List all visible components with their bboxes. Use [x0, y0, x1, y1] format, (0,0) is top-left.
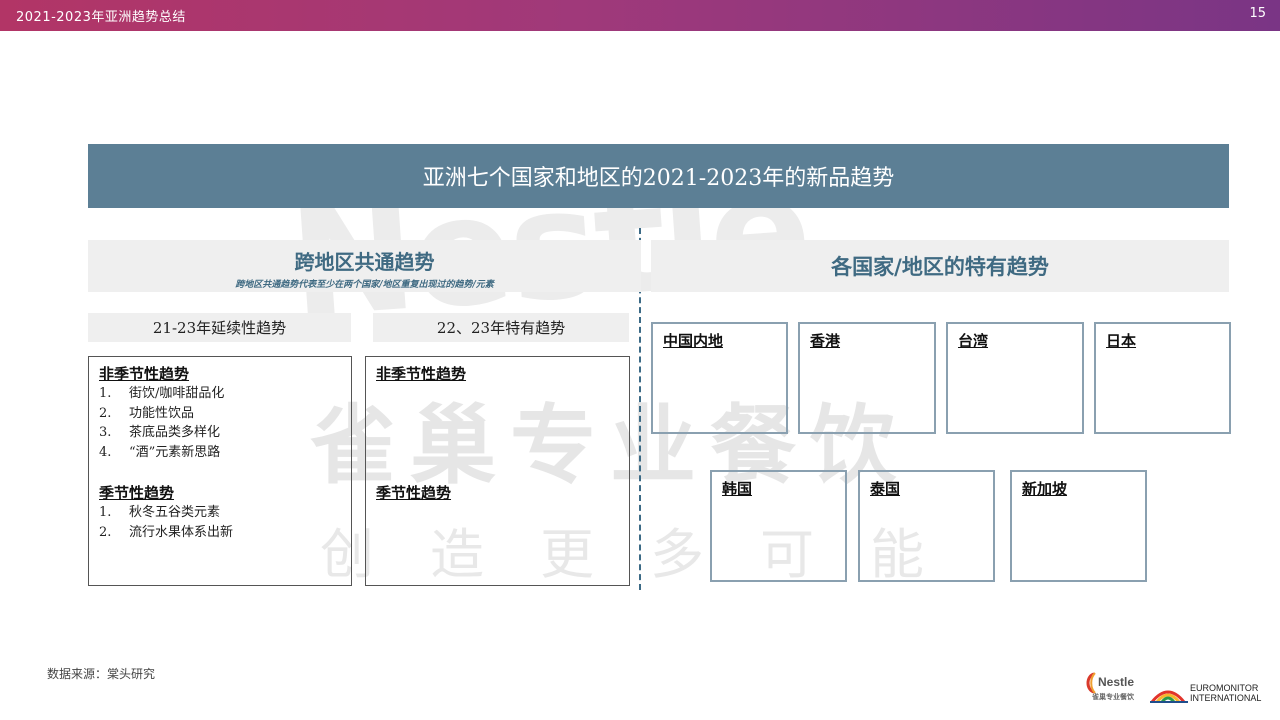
region-label: 新加坡 [1022, 480, 1068, 498]
nonseasonal-title: 非季节性趋势 [99, 365, 190, 383]
region-label: 香港 [810, 332, 841, 350]
list-item: 4.“酒”元素新思路 [99, 444, 221, 460]
region-box-singapore: 新加坡 [1010, 470, 1147, 582]
region-box-thailand: 泰国 [858, 470, 995, 582]
region-label: 韩国 [722, 480, 753, 498]
top-bar: 2021-2023年亚洲趋势总结 15 [0, 0, 1280, 31]
svg-text:INTERNATIONAL: INTERNATIONAL [1190, 693, 1261, 703]
seasonal-title: 季节性趋势 [99, 484, 175, 502]
main-banner: 亚洲七个国家和地区的2021-2023年的新品趋势 [88, 144, 1229, 208]
list-item: 1.秋冬五谷类元素 [99, 505, 221, 520]
data-source-note: 数据来源：棠头研究 [47, 667, 156, 681]
svg-text:雀巢专业餐饮: 雀巢专业餐饮 [1091, 692, 1135, 701]
list-item: 2.功能性饮品 [99, 405, 195, 421]
unique-trends-heading: 22、23年特有趋势 [373, 313, 629, 342]
seasonal-title: 季节性趋势 [376, 484, 452, 502]
unique-trends-box: 非季节性趋势 季节性趋势 [365, 356, 630, 586]
continuing-trends-box: 非季节性趋势 1.街饮/咖啡甜品化 2.功能性饮品 3.茶底品类多样化 4.“酒… [88, 356, 352, 586]
dashed-divider [639, 228, 641, 590]
region-label: 中国内地 [663, 332, 724, 350]
euromonitor-logo-icon: EUROMONITOR INTERNATIONAL [1150, 683, 1261, 703]
region-label: 日本 [1106, 332, 1137, 350]
left-section-header: 跨地区共通趋势 跨地区共通趋势代表至少在两个国家/地区重复出现过的趋势/元素 [88, 240, 641, 292]
right-section-title: 各国家/地区的特有趋势 [651, 240, 1229, 292]
continuing-trends-heading: 21-23年延续性趋势 [88, 313, 351, 342]
svg-text:Nestle: Nestle [1098, 675, 1134, 689]
left-section-subtitle: 跨地区共通趋势代表至少在两个国家/地区重复出现过的趋势/元素 [235, 280, 494, 290]
region-box-korea: 韩国 [710, 470, 847, 582]
slide-title: 2021-2023年亚洲趋势总结 [16, 10, 186, 25]
region-label: 台湾 [958, 332, 989, 350]
list-item: 3.茶底品类多样化 [99, 425, 221, 440]
region-box-taiwan: 台湾 [946, 322, 1084, 434]
page-number: 15 [1249, 6, 1266, 21]
region-box-japan: 日本 [1094, 322, 1231, 434]
region-box-mainland-china: 中国内地 [651, 322, 788, 434]
nonseasonal-title: 非季节性趋势 [376, 365, 467, 383]
region-label: 泰国 [870, 480, 901, 498]
seasonal-list: 1.秋冬五谷类元素 2.流行水果体系出新 [99, 503, 233, 542]
left-section-title: 跨地区共通趋势 [294, 250, 435, 274]
list-item: 2.流行水果体系出新 [99, 524, 234, 540]
nestle-logo-icon: Nestle 雀巢专业餐饮 [1086, 672, 1135, 701]
list-item: 1.街饮/咖啡甜品化 [99, 386, 225, 401]
nonseasonal-list: 1.街饮/咖啡甜品化 2.功能性饮品 3.茶底品类多样化 4.“酒”元素新思路 [99, 384, 224, 462]
svg-text:EUROMONITOR: EUROMONITOR [1190, 683, 1259, 693]
region-box-hong-kong: 香港 [798, 322, 936, 434]
